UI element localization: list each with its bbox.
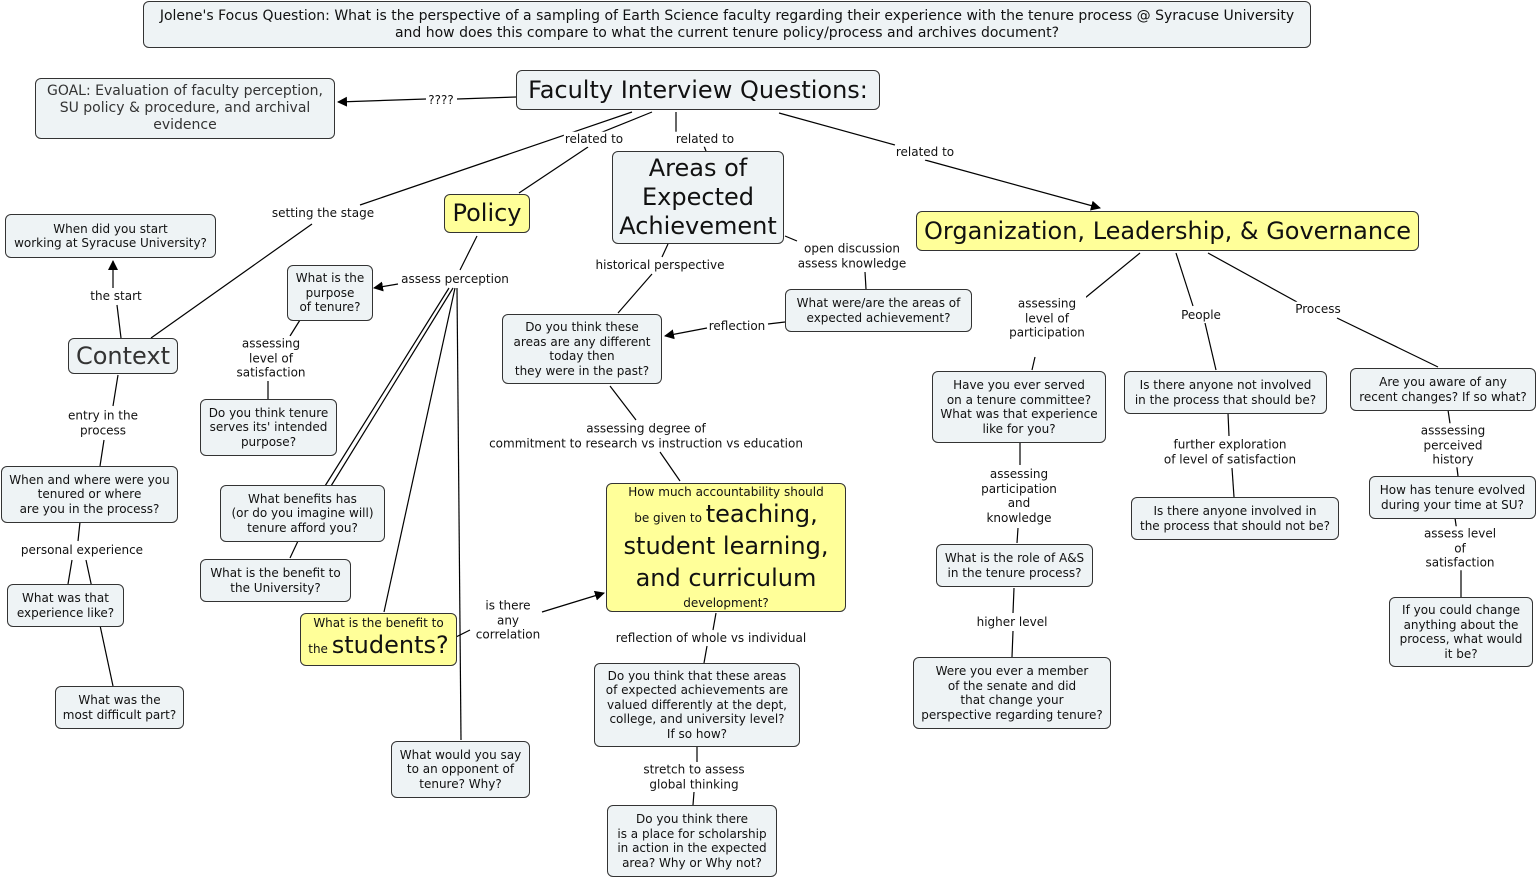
- node-when-start[interactable]: When did you start working at Syracuse U…: [5, 214, 216, 258]
- students-the: the: [308, 641, 328, 656]
- focus-question[interactable]: Jolene's Focus Question: What is the per…: [143, 1, 1311, 48]
- node-faculty-interview-questions[interactable]: Faculty Interview Questions:: [516, 70, 880, 110]
- students-line1: What is the benefit to: [313, 616, 444, 631]
- node-organization-leadership-governance[interactable]: Organization, Leadership, & Governance: [916, 211, 1419, 251]
- link-label-people: People: [1180, 307, 1222, 323]
- node-valued-differently[interactable]: Do you think that these areas of expecte…: [594, 663, 800, 747]
- link-label-satisfaction-2: assess level of satisfaction: [1420, 526, 1500, 570]
- link-label-satisfaction: assessing level of satisfaction: [235, 336, 307, 380]
- node-when-where-tenured[interactable]: When and where were you tenured or where…: [1, 466, 178, 523]
- node-accountability[interactable]: How much accountability should be given t…: [606, 483, 846, 612]
- link-label-correlation: is there any correlation: [474, 598, 542, 642]
- node-recent-changes[interactable]: Are you aware of any recent changes? If …: [1350, 368, 1536, 411]
- node-most-difficult[interactable]: What was the most difficult part?: [55, 686, 184, 729]
- link-label-stretch: stretch to assess global thinking: [642, 762, 746, 792]
- node-goal[interactable]: GOAL: Evaluation of faculty perception, …: [35, 78, 335, 139]
- acc-big: teaching, student learning, and curricul…: [623, 499, 829, 592]
- node-context[interactable]: Context: [68, 338, 178, 374]
- node-anyone-not-involved[interactable]: Is there anyone not involved in the proc…: [1124, 371, 1327, 414]
- link-label-related-olg: related to: [894, 144, 956, 160]
- node-role-of-as[interactable]: What is the role of A&S in the tenure pr…: [936, 544, 1093, 587]
- node-tenure-committee[interactable]: Have you ever served on a tenure committ…: [932, 371, 1106, 443]
- node-senate-member[interactable]: Were you ever a member of the senate and…: [913, 657, 1111, 729]
- node-tenure-evolved[interactable]: How has tenure evolved during your time …: [1369, 476, 1536, 519]
- link-label-perception: assess perception: [400, 271, 510, 287]
- node-areas-different-today[interactable]: Do you think these areas are any differe…: [502, 314, 662, 384]
- link-label-open-discussion: open discussion assess knowledge: [796, 241, 908, 271]
- node-purpose-of-tenure[interactable]: What is the purpose of tenure?: [287, 265, 373, 321]
- node-areas-of-expected-achievement[interactable]: Areas of Expected Achievement: [612, 151, 784, 244]
- node-areas-were[interactable]: What were/are the areas of expected achi…: [785, 289, 972, 332]
- link-label-entry: entry in the process: [67, 408, 139, 438]
- link-label-whole: reflection of whole vs individual: [614, 630, 808, 646]
- link-label-reflection: reflection: [707, 318, 767, 334]
- link-label-history: asssessing perceived history: [1410, 423, 1496, 467]
- node-benefit-students[interactable]: What is the benefit to the students?: [300, 613, 457, 666]
- link-label-the-start: the start: [89, 288, 143, 304]
- node-opponent[interactable]: What would you say to an opponent of ten…: [391, 741, 530, 798]
- students-word: students?: [331, 630, 449, 659]
- link-label-related-areas: related to: [674, 131, 736, 147]
- node-benefits[interactable]: What benefits has (or do you imagine wil…: [220, 485, 385, 542]
- link-label-setting-stage: setting the stage: [270, 205, 376, 221]
- link-label-process: Process: [1294, 301, 1342, 317]
- link-label-related-policy: related to: [563, 131, 625, 147]
- link-label-question: ????: [427, 92, 455, 108]
- node-policy[interactable]: Policy: [444, 194, 530, 233]
- link-label-participation: assessing level of participation: [1008, 296, 1086, 340]
- node-tenure-serves-purpose[interactable]: Do you think tenure serves its' intended…: [200, 399, 337, 456]
- node-scholarship-in-action[interactable]: Do you think there is a place for schola…: [607, 805, 777, 877]
- node-could-change[interactable]: If you could change anything about the p…: [1389, 597, 1533, 667]
- link-label-degree: assessing degree of commitment to resear…: [488, 421, 804, 451]
- node-benefit-university[interactable]: What is the benefit to the University?: [200, 559, 351, 602]
- acc-line2: be given to: [634, 510, 702, 525]
- acc-line1: How much accountability should: [628, 485, 824, 499]
- acc-line3: development?: [683, 595, 769, 610]
- node-experience-like[interactable]: What was that experience like?: [7, 584, 124, 627]
- link-label-personal: personal experience: [19, 542, 145, 558]
- link-label-further: further exploration of level of satisfac…: [1162, 437, 1298, 467]
- link-label-higher: higher level: [975, 614, 1049, 630]
- link-label-knowledge: assessing participation and knowledge: [980, 467, 1058, 525]
- link-label-historical: historical perspective: [594, 257, 726, 273]
- node-anyone-involved[interactable]: Is there anyone involved in the process …: [1131, 497, 1339, 540]
